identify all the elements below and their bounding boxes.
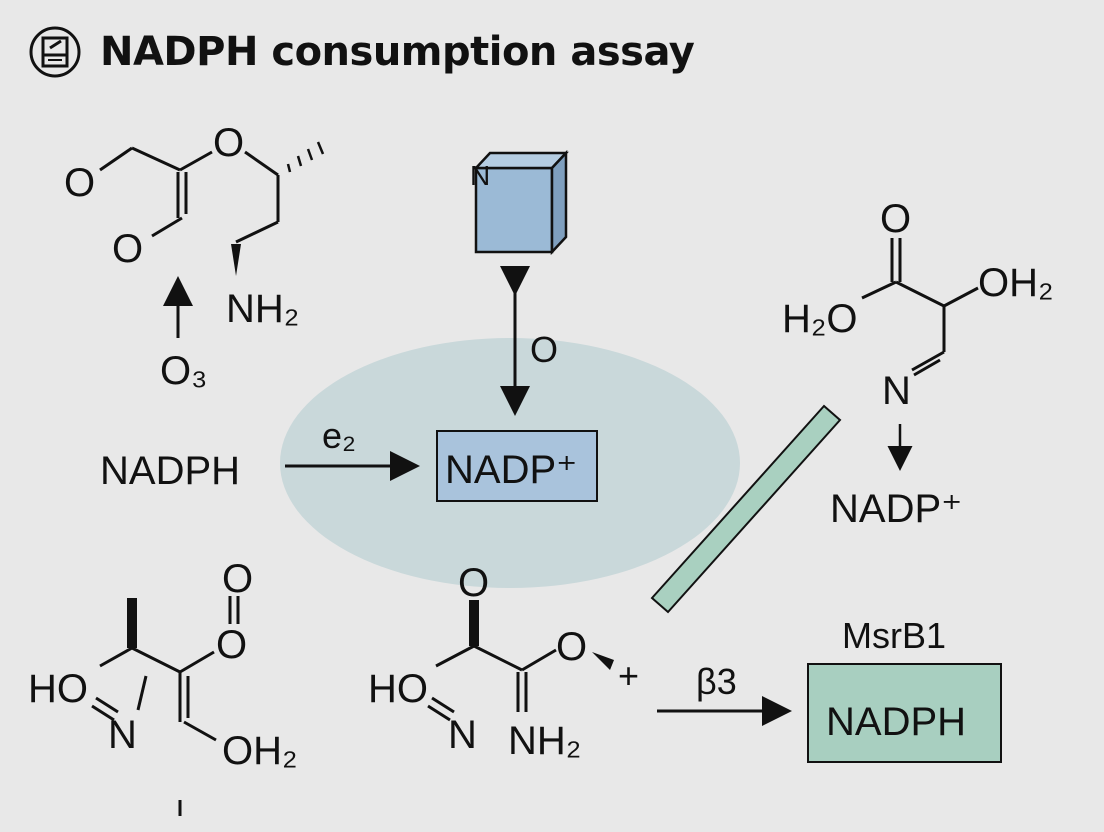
e2-label: e₂ (322, 415, 356, 456)
bottom-left-bold-bond (127, 598, 137, 648)
nadph-left-label: NADPH (100, 449, 240, 493)
top-left-o-left: O (64, 161, 95, 205)
right-molecule (861, 238, 979, 377)
stereo-hash-bond (286, 141, 325, 173)
bottom-left-molecule (91, 596, 240, 816)
right-h2o: H₂O (782, 297, 858, 341)
o3-label: O₃ (160, 349, 207, 393)
bottom-center-nh2: NH₂ (508, 719, 581, 763)
bottom-left-o-mid: O (216, 623, 247, 667)
top-left-nh2: NH₂ (226, 287, 299, 331)
right-o-top: O (880, 197, 911, 241)
nadp-box-label: NADP⁺ (445, 448, 577, 492)
title-bar: NADPH consumption assay (28, 22, 695, 82)
bottom-left-oh2: OH₂ (222, 729, 298, 773)
page-title: NADPH consumption assay (100, 29, 695, 75)
bottom-left-ho: HO (28, 667, 88, 711)
top-left-o-top: O (213, 121, 244, 165)
bottom-center-o-top: O (458, 561, 489, 605)
cube-letter: N (470, 160, 490, 191)
bottom-left-n: N (108, 713, 137, 757)
bottom-center-wedge (592, 652, 614, 670)
assay-notebook-icon (29, 26, 81, 78)
bottom-center-molecule (427, 644, 557, 722)
bottom-center-bold-bond (469, 600, 479, 646)
bottom-center-n: N (448, 713, 477, 757)
bottom-left-o-top: O (222, 557, 253, 601)
bottom-center-o-right: O (556, 625, 587, 669)
right-n: N (882, 369, 911, 413)
top-left-molecule (99, 146, 280, 244)
stereo-wedge-bond (231, 244, 241, 276)
msrb1-label: MsrB1 (842, 615, 946, 656)
right-nadp: NADP⁺ (830, 487, 962, 531)
beta3-label: β3 (696, 661, 737, 702)
right-oh2: OH₂ (978, 261, 1054, 305)
nadp-box (436, 430, 598, 502)
bottom-center-ho: HO (368, 667, 428, 711)
bottom-center-plus: + (618, 655, 639, 696)
msrb1-box (807, 663, 1002, 763)
top-left-o-bottom: O (112, 227, 143, 271)
cube-shape (473, 149, 569, 256)
o-label: O (530, 329, 558, 370)
msrb1-box-label: NADPH (826, 700, 966, 744)
diagonal-bar (650, 404, 842, 614)
